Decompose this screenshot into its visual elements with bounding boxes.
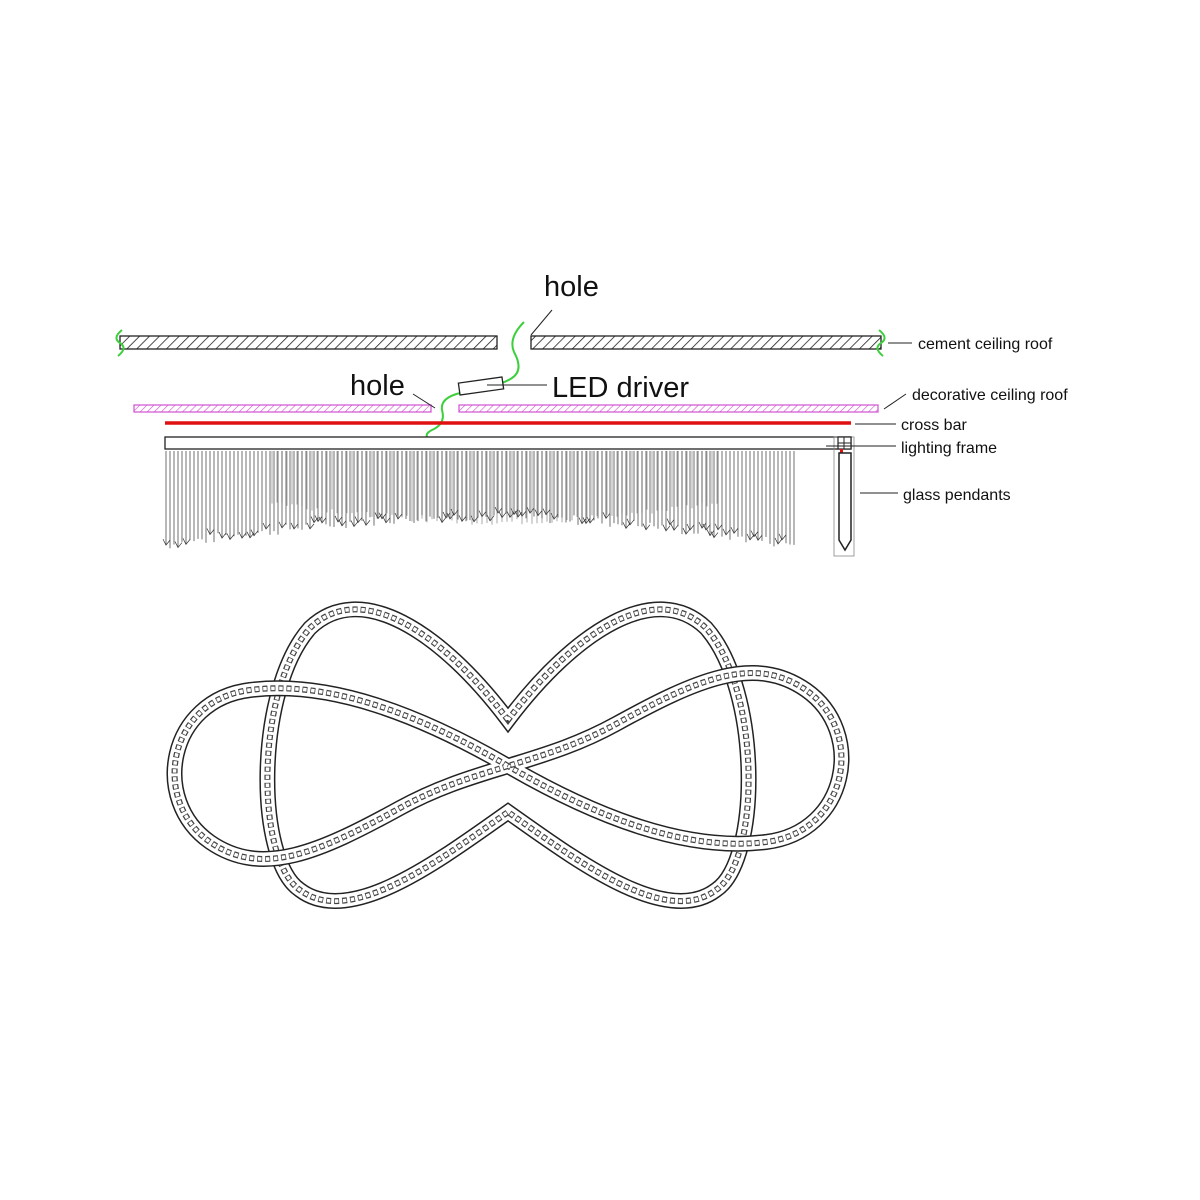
leader-lines	[412, 309, 912, 494]
glass-pendant-tip	[290, 522, 299, 530]
glass-pendant-tip	[722, 528, 731, 536]
led-strip-beads-inner-1	[265, 607, 751, 903]
glass-pendant-tip	[394, 512, 403, 520]
glass-pendant-tip	[486, 514, 495, 522]
led-strip-outline-1	[259, 601, 757, 909]
glass-pendant-tip	[218, 531, 227, 539]
glass-pendant-tip	[306, 522, 315, 530]
glass-pendant-tip	[478, 510, 487, 518]
led-frame-plan-view	[166, 601, 850, 909]
label-decorative-ceiling-roof: decorative ceiling roof	[912, 387, 1068, 404]
glass-pendant-tip	[314, 515, 323, 523]
glass-pendant-tip	[506, 511, 515, 518]
glass-pendant-tip	[278, 521, 287, 529]
label-hole-left: hole	[350, 370, 405, 402]
lighting-frame	[164, 436, 852, 450]
glass-pendant-tip	[710, 531, 719, 539]
glass-pendant-tip	[182, 538, 191, 546]
label-led-driver: LED driver	[552, 372, 689, 404]
glass-pendant-tip	[378, 512, 387, 520]
label-hole-top: hole	[544, 271, 599, 303]
glass-pendant-tip	[586, 516, 595, 524]
label-cross-bar: cross bar	[901, 417, 967, 434]
glass-pendant-tip	[622, 522, 631, 530]
glass-pendant-tip	[518, 510, 527, 517]
glass-pendant-tip	[754, 534, 763, 541]
decorative-roof-left-slab	[133, 404, 432, 413]
glass-pendant-tip	[226, 533, 235, 541]
cement-roof-right-slab	[530, 335, 882, 350]
glass-pendant-tip	[626, 518, 635, 526]
label-glass-pendants: glass pendants	[903, 487, 1011, 504]
glass-pendant-tip	[714, 523, 723, 531]
glass-pendant-tip	[686, 523, 695, 531]
glass-pendant-tip	[534, 509, 543, 517]
glass-pendant-tip	[162, 538, 171, 546]
glass-pendant-tip	[702, 523, 711, 531]
glass-pendant-tip	[774, 537, 783, 545]
decorative-ceiling-roof	[133, 404, 879, 413]
glass-pendant-tip	[682, 527, 691, 535]
glass-pendant-tip	[498, 511, 507, 519]
glass-pendant-tip	[334, 515, 343, 523]
glass-pendant-tip	[602, 512, 611, 519]
glass-pendant-tip	[338, 519, 347, 527]
glass-pendant-tip	[730, 527, 739, 534]
label-lighting-frame: lighting frame	[901, 440, 997, 457]
led-driver-box	[457, 376, 505, 396]
glass-pendant-tip	[174, 541, 183, 549]
roof-break-right	[876, 329, 886, 357]
glass-pendant-tip	[542, 508, 551, 516]
led-strip-beads-1	[264, 606, 752, 904]
glass-pendant-tip	[250, 529, 259, 537]
glass-pendant-tip	[750, 530, 759, 538]
glass-pendant-tip	[438, 516, 447, 524]
glass-pendants	[162, 451, 795, 549]
glass-pendant-tip	[206, 528, 215, 536]
glass-pendant-tip	[354, 516, 363, 524]
side-section-detail	[833, 436, 855, 557]
led-strip-body-1	[261, 603, 755, 908]
glass-pendant-tip	[642, 523, 651, 531]
glass-pendant-tip	[318, 516, 327, 524]
glass-pendant-tip	[706, 529, 715, 537]
glass-pendant-tip	[778, 533, 787, 541]
roof-break-left	[115, 329, 125, 357]
glass-pendant-tip	[670, 524, 679, 531]
glass-pendant-tip	[458, 515, 467, 522]
label-cement-ceiling-roof: cement ceiling roof	[918, 336, 1053, 353]
glass-pendant-tip	[442, 511, 451, 519]
glass-pendant-tip	[350, 520, 359, 528]
glass-pendant-tip	[698, 521, 707, 529]
cement-roof-left-slab	[119, 335, 498, 350]
cement-ceiling-roof	[115, 329, 886, 357]
glass-pendant-tip	[382, 516, 391, 524]
glass-pendant-tip	[526, 506, 535, 514]
glass-pendant-tip	[262, 522, 271, 530]
glass-pendant-tip	[666, 518, 675, 526]
glass-pendant-tip	[446, 512, 455, 520]
glass-pendant-tip	[662, 524, 671, 532]
glass-pendant-tip	[494, 506, 503, 514]
decorative-roof-right-slab	[458, 404, 879, 413]
glass-pendant-tip	[246, 531, 255, 539]
glass-pendant-tip	[238, 531, 247, 539]
glass-pendant-tip	[374, 512, 383, 520]
glass-pendant-tip	[746, 533, 755, 541]
led-strip-beads-inner-2	[172, 671, 844, 861]
glass-pendant-tip	[362, 519, 371, 526]
